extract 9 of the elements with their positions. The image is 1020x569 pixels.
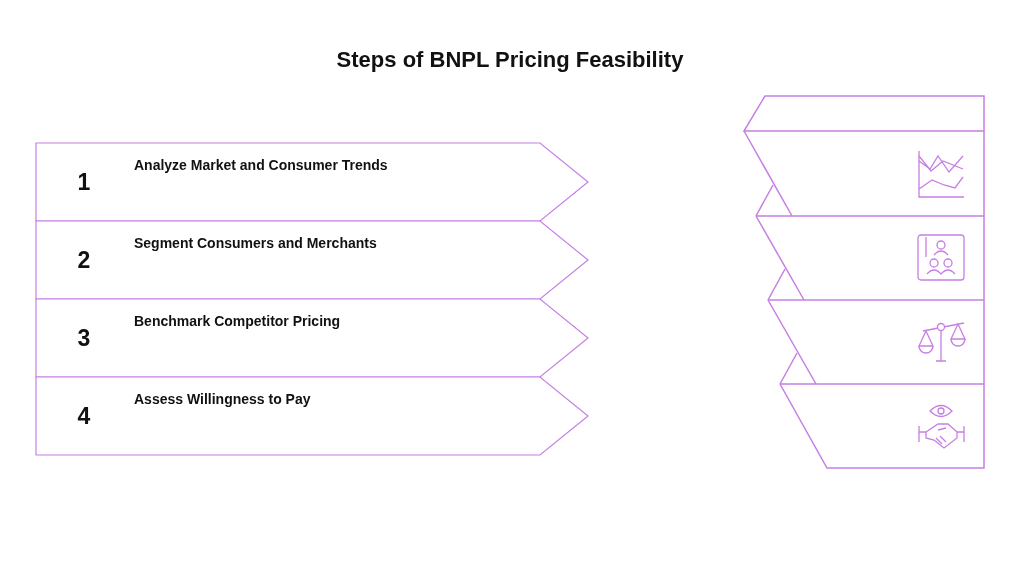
step-number: 2	[76, 247, 92, 274]
step-label: Analyze Market and Consumer Trends	[134, 157, 388, 173]
step-label: Benchmark Competitor Pricing	[134, 313, 341, 329]
title: Steps of BNPL Pricing Feasibility	[335, 47, 685, 73]
step-number: 3	[76, 325, 92, 352]
step-label: Assess Willingness to Pay	[134, 391, 311, 407]
step-number: 1	[76, 169, 92, 196]
step-label: Segment Consumers and Merchants	[134, 235, 377, 251]
step-number: 4	[76, 403, 92, 430]
